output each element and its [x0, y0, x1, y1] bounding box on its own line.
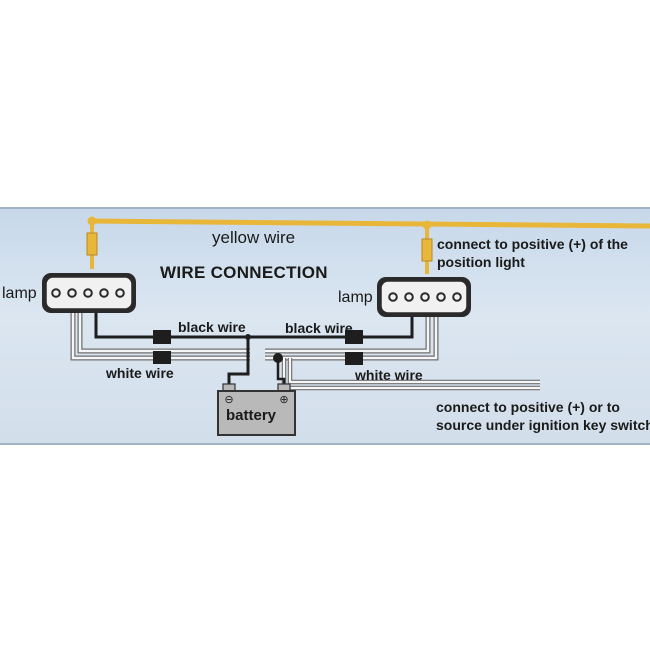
- lamp-left-label: lamp: [2, 285, 37, 302]
- black-wire: [94, 311, 414, 387]
- connector-icon: [86, 232, 98, 256]
- junction-dot-icon: [87, 216, 97, 226]
- ignition-instruction-line1: connect to positive (+) or to: [436, 399, 620, 415]
- wiring-drawing: ⊖ ⊕: [42, 216, 650, 436]
- white-wire-left-label: white wire: [106, 365, 174, 381]
- positive-position-instruction-line1: connect to positive (+) of the: [437, 236, 628, 252]
- battery-label: battery: [226, 407, 277, 424]
- yellow-wire: [86, 216, 650, 274]
- white-wire-right-label: white wire: [355, 367, 423, 383]
- diagram-title: WIRE CONNECTION: [160, 263, 328, 282]
- battery-icon: ⊖ ⊕: [217, 383, 296, 436]
- lamp-right-label: lamp: [338, 289, 373, 306]
- svg-text:⊖: ⊖: [224, 394, 233, 406]
- black-wire-left-label: black wire: [178, 319, 246, 335]
- yellow-wire-label: yellow wire: [212, 228, 296, 247]
- junction-dot-icon: [422, 220, 432, 230]
- connector-icon: [153, 351, 171, 364]
- connector-icon: [153, 330, 171, 344]
- ignition-instruction-line2: source under ignition key switch: [436, 417, 650, 433]
- wire-connection-diagram: ⊖ ⊕ yellow wire WIRE CONNECTION lamp lam…: [0, 207, 650, 445]
- connector-icon: [345, 352, 363, 365]
- lamp-right-icon: [377, 277, 471, 317]
- svg-text:⊕: ⊕: [279, 394, 288, 406]
- connector-icon: [421, 238, 433, 262]
- junction-dot-icon: [273, 353, 283, 363]
- positive-position-instruction-line2: position light: [437, 254, 525, 270]
- connector-icon: [345, 330, 363, 344]
- black-wire-right-label: black wire: [285, 320, 353, 336]
- junction-dot-icon: [245, 334, 251, 340]
- lamp-left-icon: [42, 273, 136, 313]
